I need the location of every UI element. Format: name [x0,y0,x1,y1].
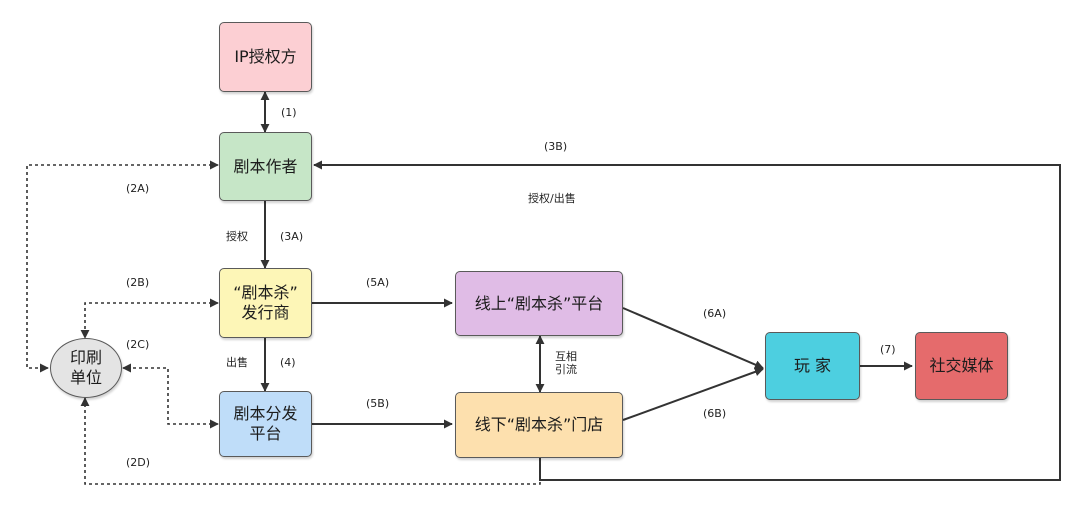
edge-offline-author-loop [313,160,1061,481]
ip-licensor-node: IP授权方 [219,22,312,92]
publisher-node: “剧本杀” 发行商 [219,268,312,338]
distribution-platform-node: 剧本分发 平台 [219,391,312,457]
label-3b: (3B) [544,140,568,153]
label-3a: (3A) [280,230,304,243]
offline-store-node: 线下“剧本杀”门店 [455,392,623,458]
edge-online-players [622,307,764,369]
label-6b: (6B) [703,407,727,420]
label-sell: 出售 [226,356,248,369]
label-2b: (2B) [126,276,150,289]
online-platform-node: 线上“剧本杀”平台 [455,271,623,336]
label-2d: (2D) [126,456,151,469]
edge-distribution-printing-dotted [122,363,219,429]
label-2a: (2A) [126,182,150,195]
edge-offline-players [622,367,764,421]
printing-unit-node: 印刷 单位 [50,338,122,398]
label-authorize-sell: 授权/出售 [528,192,576,205]
label-2c: (2C) [126,338,150,351]
edge-author-printing-dotted [26,160,219,373]
edge-publisher-printing-dotted [80,298,219,339]
label-4: (4) [280,356,296,369]
edge-offline-printing-dotted [80,397,541,485]
label-mutual-traffic: 互相 引流 [555,350,577,376]
label-7: (7) [880,343,896,356]
label-5b: (5B) [366,397,390,410]
script-author-node: 剧本作者 [219,132,312,201]
label-6a: (6A) [703,307,727,320]
label-1: (1) [281,106,297,119]
label-5a: (5A) [366,276,390,289]
social-media-node: 社交媒体 [915,332,1008,400]
label-authorize: 授权 [226,230,248,243]
players-node: 玩 家 [765,332,860,400]
